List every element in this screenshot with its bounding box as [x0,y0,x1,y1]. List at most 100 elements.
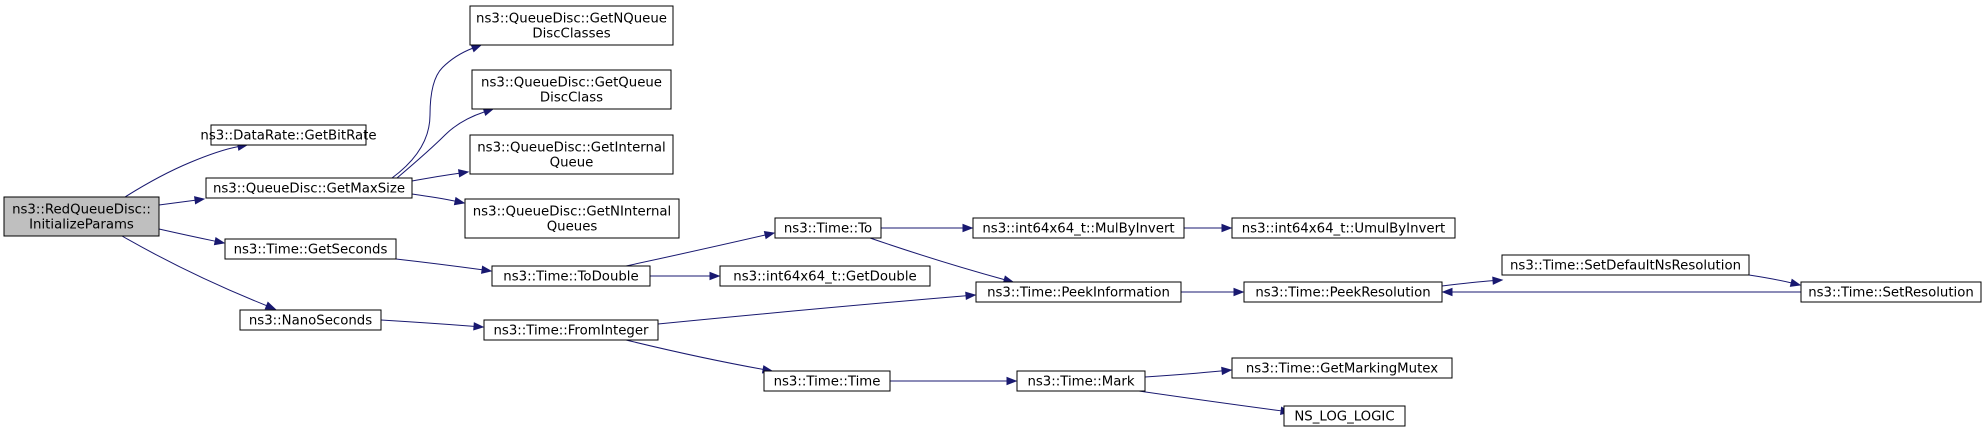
node-label: ns3::Time::ToDouble [503,270,638,285]
arrowhead-icon [481,265,493,274]
node-label: ns3::int64x64_t::UmulByInvert [1242,222,1446,237]
node-label: DiscClasses [532,27,610,42]
edge-root-to-nanoseconds [121,235,277,310]
node-time[interactable]: ns3::Time::Time [763,370,891,392]
edge-root-to-getmaxsize [158,196,206,206]
node-box [3,196,160,237]
arrowhead-icon [1221,366,1233,376]
node-to[interactable]: ns3::Time::To [774,217,882,239]
node-label: ns3::Time::Mark [1027,375,1134,390]
node-box [210,124,367,146]
node-label: ns3::int64x64_t::MulByInvert [982,222,1174,237]
edge-line [158,199,196,206]
node-peekres[interactable]: ns3::Time::PeekResolution [1243,281,1443,303]
edge-line [1138,390,1282,412]
nodes-layer: ns3::RedQueueDisc::InitializeParamsns3::… [3,5,1982,427]
arrowhead-icon [473,322,485,331]
arrowhead-icon [453,196,466,206]
node-box [483,319,659,341]
node-peekinfo[interactable]: ns3::Time::PeekInformation [975,281,1182,303]
arrowhead-icon [1492,276,1504,285]
node-box [1016,370,1146,392]
arrowhead-icon [213,236,226,246]
edge-line [625,234,766,267]
edge-line [1144,370,1223,378]
node-box [224,238,397,260]
node-label: ns3::NanoSeconds [249,314,372,329]
node-label: ns3::Time::GetSeconds [234,243,388,258]
node-box [1243,281,1443,303]
arrowhead-icon [1441,287,1453,297]
arrowhead-icon [1233,287,1245,297]
arrowhead-icon [763,231,776,240]
edges-layer [121,44,1802,415]
node-getmarkingmutex[interactable]: ns3::Time::GetMarkingMutex [1231,357,1453,379]
node-box [1231,217,1456,239]
edge-getmaxsize-to-getninternal [411,193,466,206]
node-box [239,309,382,331]
node-label: ns3::QueueDisc::GetInternal [477,141,666,156]
node-label: ns3::Time::SetResolution [1808,286,1974,301]
edge-frominteger-to-time [625,339,774,374]
node-label: ns3::QueueDisc::GetNInternal [473,205,671,220]
node-getbitrate[interactable]: ns3::DataRate::GetBitRate [200,124,377,146]
edge-mark-to-nslog [1138,390,1292,415]
edge-line [121,235,267,307]
node-box [975,281,1182,303]
node-label: ns3::Time::SetDefaultNsResolution [1510,259,1741,274]
node-box [763,370,891,392]
edge-line [869,237,1005,281]
node-box [464,198,680,239]
edge-time-to-mark [890,376,1018,386]
edge-getmaxsize-to-getinternalqueue [411,169,470,182]
edge-line [411,193,456,202]
edge-todouble-to-getdouble [650,271,721,281]
node-nslog[interactable]: NS_LOG_LOGIC [1283,405,1406,427]
edge-line [124,146,239,198]
edge-line [158,228,216,242]
edge-todouble-to-to [625,231,776,267]
edge-mark-to-getmarkingmutex [1144,366,1233,378]
node-setdefault[interactable]: ns3::Time::SetDefaultNsResolution [1501,254,1750,276]
node-nanoseconds[interactable]: ns3::NanoSeconds [239,309,382,331]
node-box [1800,281,1982,303]
arrowhead-icon [709,271,721,281]
arrowhead-icon [470,44,483,53]
arrowhead-icon [962,223,974,233]
edge-line [1748,274,1792,284]
edge-line [411,172,460,182]
node-mulbyinvert[interactable]: ns3::int64x64_t::MulByInvert [972,217,1185,239]
node-label: DiscClass [540,91,603,106]
edge-peekres-to-setdefault [1441,276,1504,287]
arrowhead-icon [457,169,470,178]
node-root[interactable]: ns3::RedQueueDisc::InitializeParams [3,196,160,237]
node-mark[interactable]: ns3::Time::Mark [1016,370,1146,392]
node-frominteger[interactable]: ns3::Time::FromInteger [483,319,659,341]
node-getseconds[interactable]: ns3::Time::GetSeconds [224,238,397,260]
node-label: ns3::Time::To [784,222,872,237]
node-label: NS_LOG_LOGIC [1294,410,1394,425]
node-label: ns3::Time::FromInteger [493,324,649,339]
edge-to-to-mulbyinvert [881,223,974,233]
node-todouble[interactable]: ns3::Time::ToDouble [491,265,651,287]
node-getdouble[interactable]: ns3::int64x64_t::GetDouble [719,265,931,287]
edge-line [396,111,485,179]
node-box [469,5,674,46]
arrowhead-icon [1789,278,1802,287]
node-box [469,134,674,175]
edge-line [657,295,967,325]
node-umulbyinvert[interactable]: ns3::int64x64_t::UmulByInvert [1231,217,1456,239]
edge-getmaxsize-to-getnqueuedisc [391,44,483,179]
node-label: InitializeParams [29,218,134,233]
node-label: ns3::QueueDisc::GetMaxSize [213,182,405,197]
edge-frominteger-to-peekinfo [657,291,977,325]
node-label: ns3::Time::GetMarkingMutex [1246,362,1438,377]
node-label: ns3::Time::PeekInformation [987,286,1170,301]
node-setres[interactable]: ns3::Time::SetResolution [1800,281,1982,303]
node-getmaxsize[interactable]: ns3::QueueDisc::GetMaxSize [205,177,413,199]
